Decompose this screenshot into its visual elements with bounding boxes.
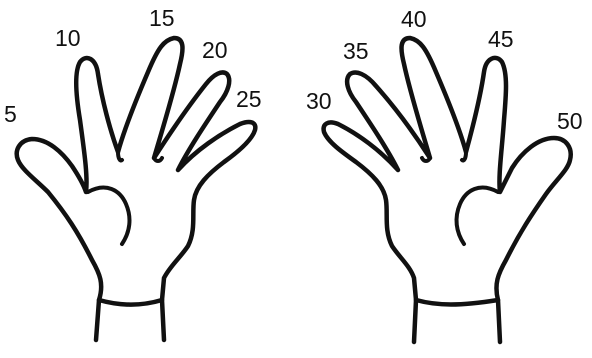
right-sleeve-cuff — [416, 300, 498, 305]
left-finger-gap-2 — [154, 158, 162, 161]
label-30: 30 — [306, 88, 332, 114]
label-40: 40 — [401, 6, 427, 32]
left-finger-gap-1 — [118, 152, 122, 161]
label-10: 10 — [55, 25, 81, 51]
label-15: 15 — [149, 5, 175, 31]
left-thumb-crease — [88, 188, 129, 244]
left-hand — [17, 38, 256, 340]
right-thumb-crease — [457, 188, 498, 244]
label-25: 25 — [236, 86, 262, 112]
right-hand-outline — [324, 38, 571, 342]
label-50: 50 — [557, 108, 583, 134]
right-finger-gap-2 — [422, 158, 430, 161]
left-sleeve-cuff — [99, 300, 162, 305]
label-5: 5 — [4, 101, 17, 127]
left-hand-outline — [17, 38, 256, 340]
right-finger-gap-1 — [462, 152, 466, 161]
right-hand — [324, 38, 571, 342]
label-35: 35 — [343, 38, 369, 64]
label-20: 20 — [202, 37, 228, 63]
label-45: 45 — [488, 26, 514, 52]
